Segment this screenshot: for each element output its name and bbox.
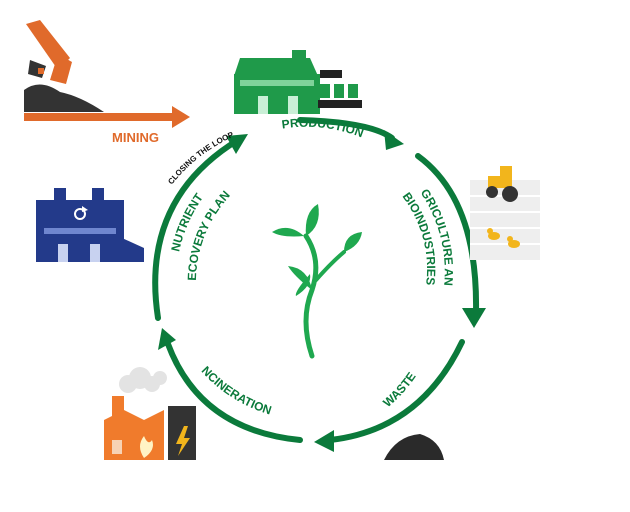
- arrow-waste-to-incineration: [327, 339, 465, 443]
- incinerator-icon: [104, 367, 196, 460]
- arrow-heads: [158, 130, 486, 452]
- mining-arrow: [24, 106, 190, 128]
- flame-icon: [140, 436, 153, 458]
- arrow-agriculture-to-waste: [415, 153, 480, 315]
- tractor-icon: [486, 166, 518, 202]
- arrowhead-agriculture: [462, 308, 486, 328]
- conveyor-bottles: [318, 84, 362, 108]
- recovery-plant-icon: [36, 188, 144, 262]
- rock-pile-icon: [24, 84, 104, 112]
- excavator-icon: [26, 20, 72, 84]
- arrowhead-waste: [314, 430, 334, 452]
- arrowhead-production: [384, 130, 404, 150]
- field-lines: [470, 195, 540, 245]
- mining-label: MINING: [112, 130, 159, 145]
- svg-text:PRODUCTION: PRODUCTION: [281, 116, 366, 141]
- production-label: PRODUCTION: [281, 116, 366, 141]
- recycle-icon: [74, 206, 88, 220]
- lightning-icon: [176, 426, 190, 456]
- closing-loop-label: CLOSING THE LOOP: [166, 130, 235, 186]
- mining-section: MINING: [24, 20, 190, 145]
- svg-text:CLOSING THE LOOP: CLOSING THE LOOP: [166, 130, 235, 186]
- arrowhead-nutrient: [226, 134, 248, 154]
- chicks-icon: [487, 228, 520, 248]
- smoke-clouds: [119, 367, 167, 393]
- production-factory-icon: [234, 50, 362, 114]
- cycle-arrows: [152, 117, 480, 443]
- sprout-icon: [272, 204, 362, 359]
- waste-pile-icon: [384, 434, 444, 460]
- arrowhead-incineration: [158, 328, 176, 350]
- agriculture-section: [470, 166, 540, 260]
- arrow-incineration-to-nutrient: [165, 341, 303, 443]
- arrow-nutrient-to-production: [152, 137, 241, 321]
